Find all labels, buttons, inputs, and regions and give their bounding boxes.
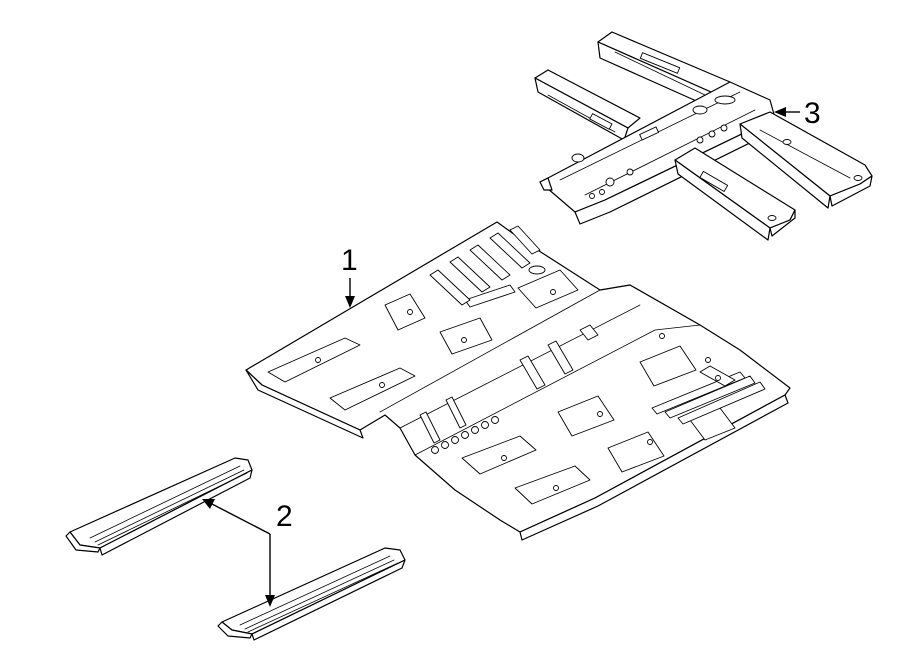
- callout-2-arrowhead-lower: [265, 595, 275, 607]
- callout-1-label: 1: [341, 244, 358, 277]
- part-1-floor-pan: [245, 221, 791, 541]
- callout-2-label: 2: [276, 500, 293, 533]
- callout-1: 1: [341, 244, 358, 308]
- part-2-sill-plate-lower: [217, 547, 406, 641]
- callout-2: 2: [202, 499, 293, 607]
- callout-3-arrowhead: [774, 107, 786, 117]
- callout-3-label: 3: [804, 97, 821, 130]
- part-3-rear-crossmember: [534, 31, 873, 241]
- part-2-sill-plate-upper: [65, 457, 253, 556]
- callout-2-leader-upper: [211, 503, 271, 535]
- callout-2-arrowhead-upper: [202, 499, 215, 509]
- callout-3: 3: [774, 97, 821, 130]
- callout-1-arrowhead: [345, 296, 355, 308]
